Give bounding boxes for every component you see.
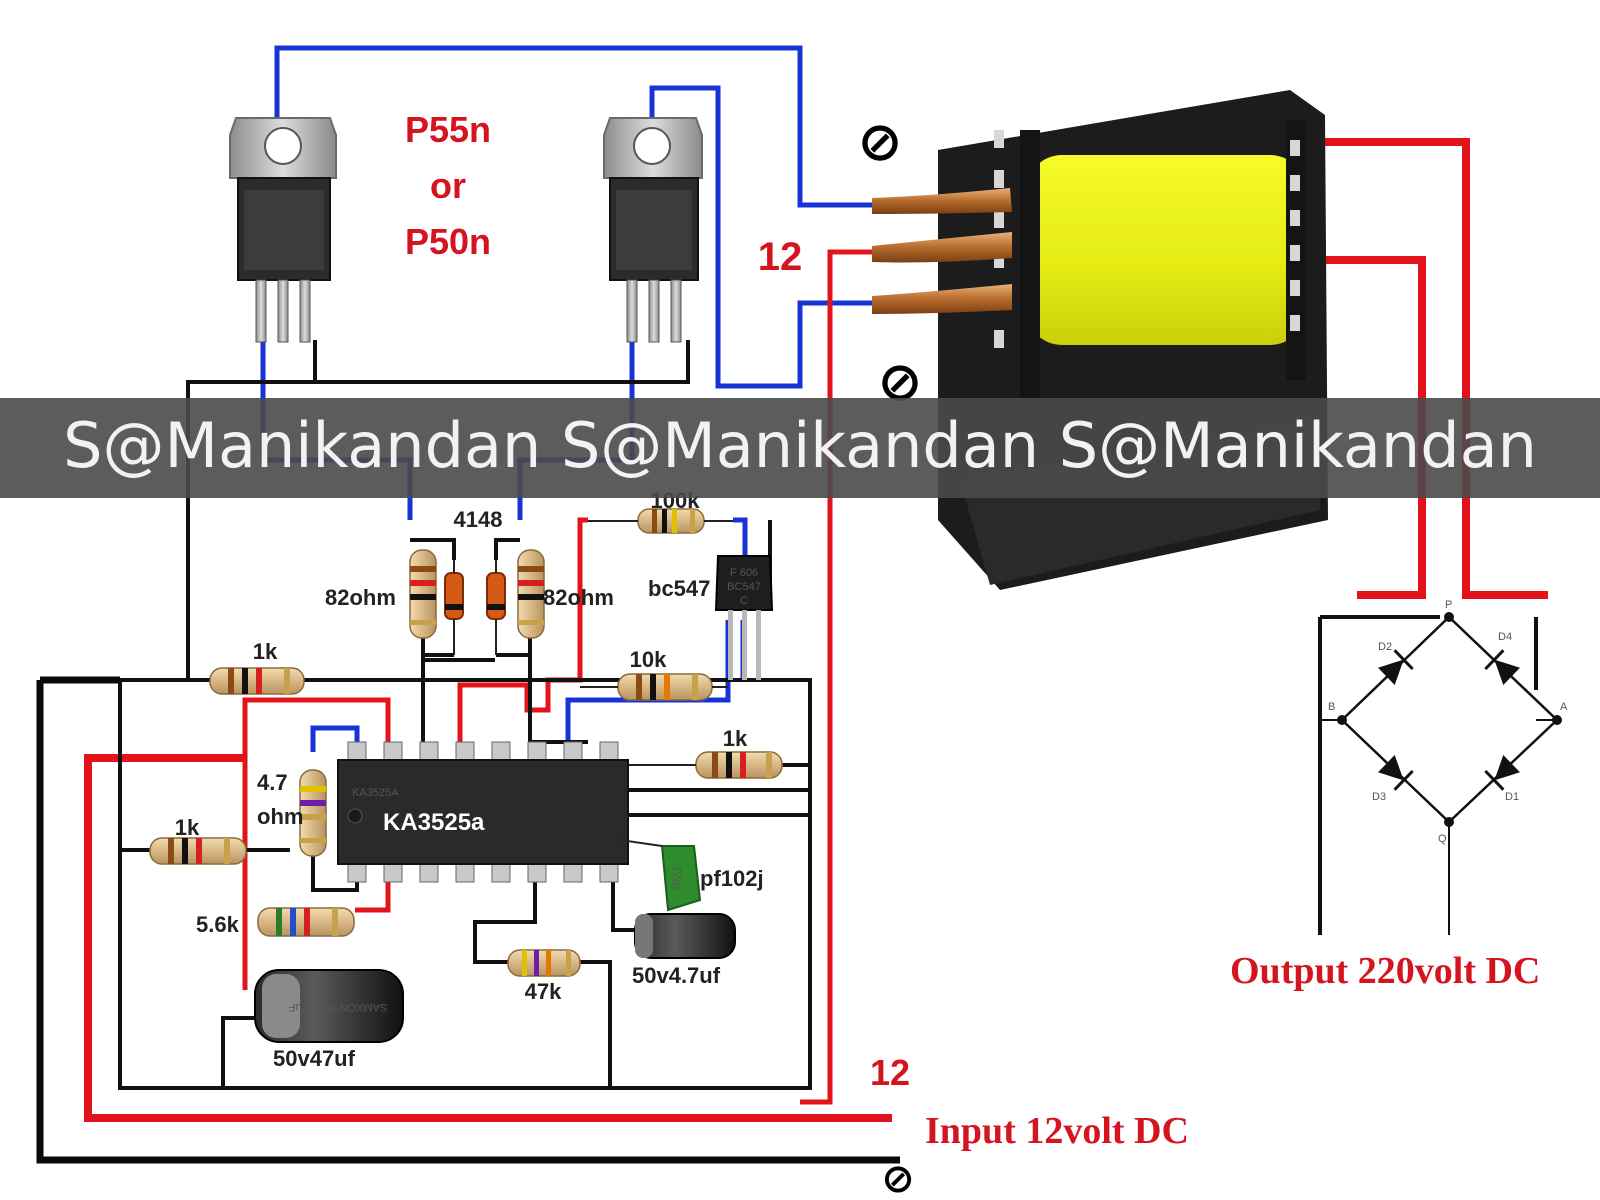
diode-1n4148-right xyxy=(486,560,506,655)
resistor-10k xyxy=(617,673,713,701)
diode-1n4148-left xyxy=(444,560,464,655)
diode-d3 xyxy=(1378,755,1414,791)
transistor-marking-2: BC547 xyxy=(727,581,761,593)
bridge-rectifier: P A B Q D2 D4 D3 D1 xyxy=(1320,599,1568,935)
output-label: Output 220volt DC xyxy=(1230,950,1540,992)
mosfet-label-3: P50n xyxy=(405,221,491,262)
capacitor-47uf-marking: SAMXON 50V 47uF xyxy=(289,1001,388,1013)
transformer xyxy=(872,90,1328,590)
ic-small-marking: KA3525A xyxy=(352,787,399,799)
transistor-bc547: F 606 BC547 C xyxy=(714,555,774,680)
resistor-5-6k-label: 5.6k xyxy=(196,912,240,937)
resistor-10k-label: 10k xyxy=(630,647,667,672)
diode-d2 xyxy=(1378,649,1414,685)
resistor-82ohm-left-label: 82ohm xyxy=(325,585,396,610)
diode-pair-label: 4148 xyxy=(454,507,503,532)
resistor-4-7ohm xyxy=(299,769,327,857)
resistor-1k-left xyxy=(149,837,247,865)
ic-label: KA3525a xyxy=(383,809,485,836)
transistor-marking-1: F 606 xyxy=(730,567,758,579)
transistor-label: bc547 xyxy=(648,576,710,601)
resistor-1k-left-label: 1k xyxy=(175,815,200,840)
capacitor-4-7uf-label: 50v4.7uf xyxy=(632,963,721,988)
bridge-node-p: P xyxy=(1445,599,1452,611)
resistor-5-6k xyxy=(257,907,355,937)
resistor-1k-right xyxy=(695,751,783,779)
capacitor-102j: 102J xyxy=(619,839,702,912)
resistor-82ohm-left xyxy=(409,549,437,639)
bridge-node-b: B xyxy=(1328,701,1335,713)
input-label: Input 12volt DC xyxy=(925,1110,1189,1152)
capacitor-102j-label: pf102j xyxy=(700,866,764,891)
center-tap-label-bottom: 12 xyxy=(870,1052,910,1093)
resistor-82ohm-right xyxy=(517,549,545,639)
resistor-4-7ohm-label-2: ohm xyxy=(257,804,303,829)
resistor-82ohm-right-label: 82ohm xyxy=(543,585,614,610)
bridge-node-q: Q xyxy=(1438,833,1447,845)
mosfet-label-2: or xyxy=(430,165,466,206)
resistor-1k-top xyxy=(209,667,305,695)
bridge-diode-d1: D1 xyxy=(1505,791,1519,803)
bridge-diode-d2: D2 xyxy=(1378,641,1392,653)
capacitor-47uf: SAMXON 50V 47uF xyxy=(254,969,404,1043)
mosfet-right xyxy=(603,117,703,343)
diode-d1 xyxy=(1484,755,1520,791)
resistor-47k xyxy=(507,949,581,977)
mosfet-label-1: P55n xyxy=(405,109,491,150)
watermark-text: S@Manikandan S@Manikandan S@Manikandan xyxy=(63,409,1537,482)
transistor-marking-3: C xyxy=(740,595,748,607)
capacitor-47uf-label: 50v47uf xyxy=(273,1046,356,1071)
center-tap-label-top: 12 xyxy=(758,235,803,279)
capacitor-4-7uf xyxy=(634,913,736,959)
resistor-47k-label: 47k xyxy=(525,979,562,1004)
ic-ka3525: KA3525A KA3525a xyxy=(337,741,629,883)
resistor-1k-top-label: 1k xyxy=(253,639,278,664)
ground-symbol-top: ⊘ xyxy=(857,110,902,173)
bridge-node-a: A xyxy=(1560,701,1568,713)
watermark-band: S@Manikandan S@Manikandan S@Manikandan xyxy=(0,398,1600,498)
mosfet-left xyxy=(229,117,337,343)
bridge-diode-d4: D4 xyxy=(1498,631,1512,643)
ground-symbol-input: ⊘ xyxy=(881,1156,915,1200)
bridge-diode-d3: D3 xyxy=(1372,791,1386,803)
resistor-4-7ohm-label-1: 4.7 xyxy=(257,770,288,795)
diode-d4 xyxy=(1484,649,1520,685)
resistor-1k-right-label: 1k xyxy=(723,726,748,751)
capacitor-102j-marking: 102J xyxy=(669,867,685,893)
